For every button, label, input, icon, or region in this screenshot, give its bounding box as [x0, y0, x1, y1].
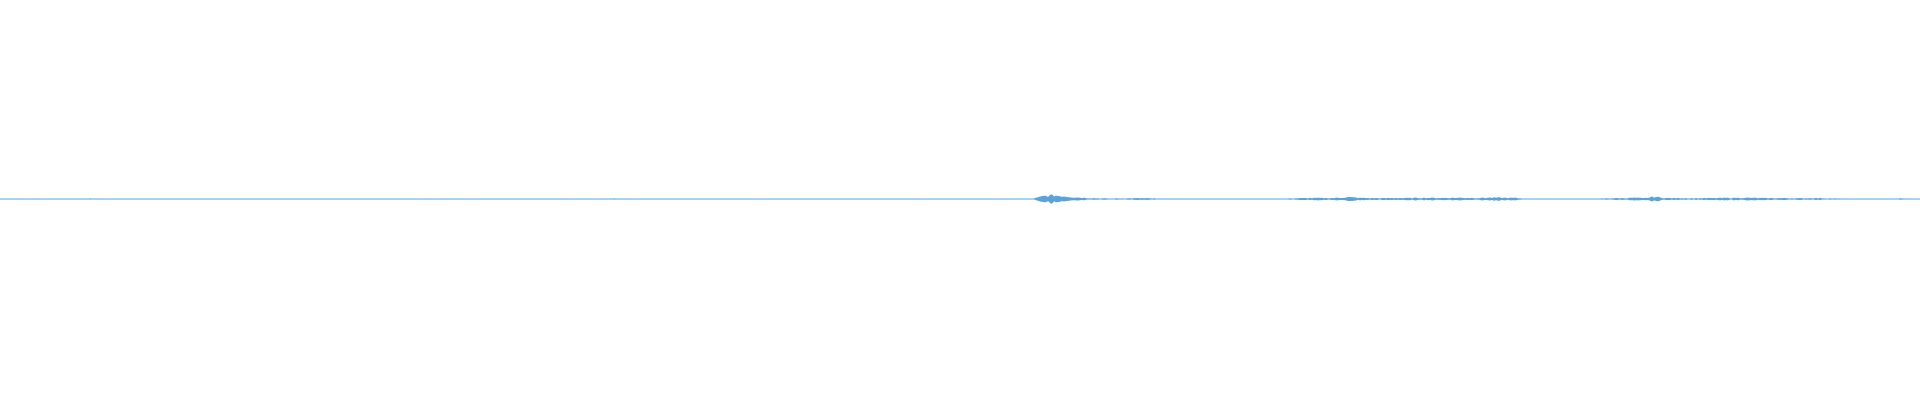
waveform-envelope — [0, 194, 1920, 204]
